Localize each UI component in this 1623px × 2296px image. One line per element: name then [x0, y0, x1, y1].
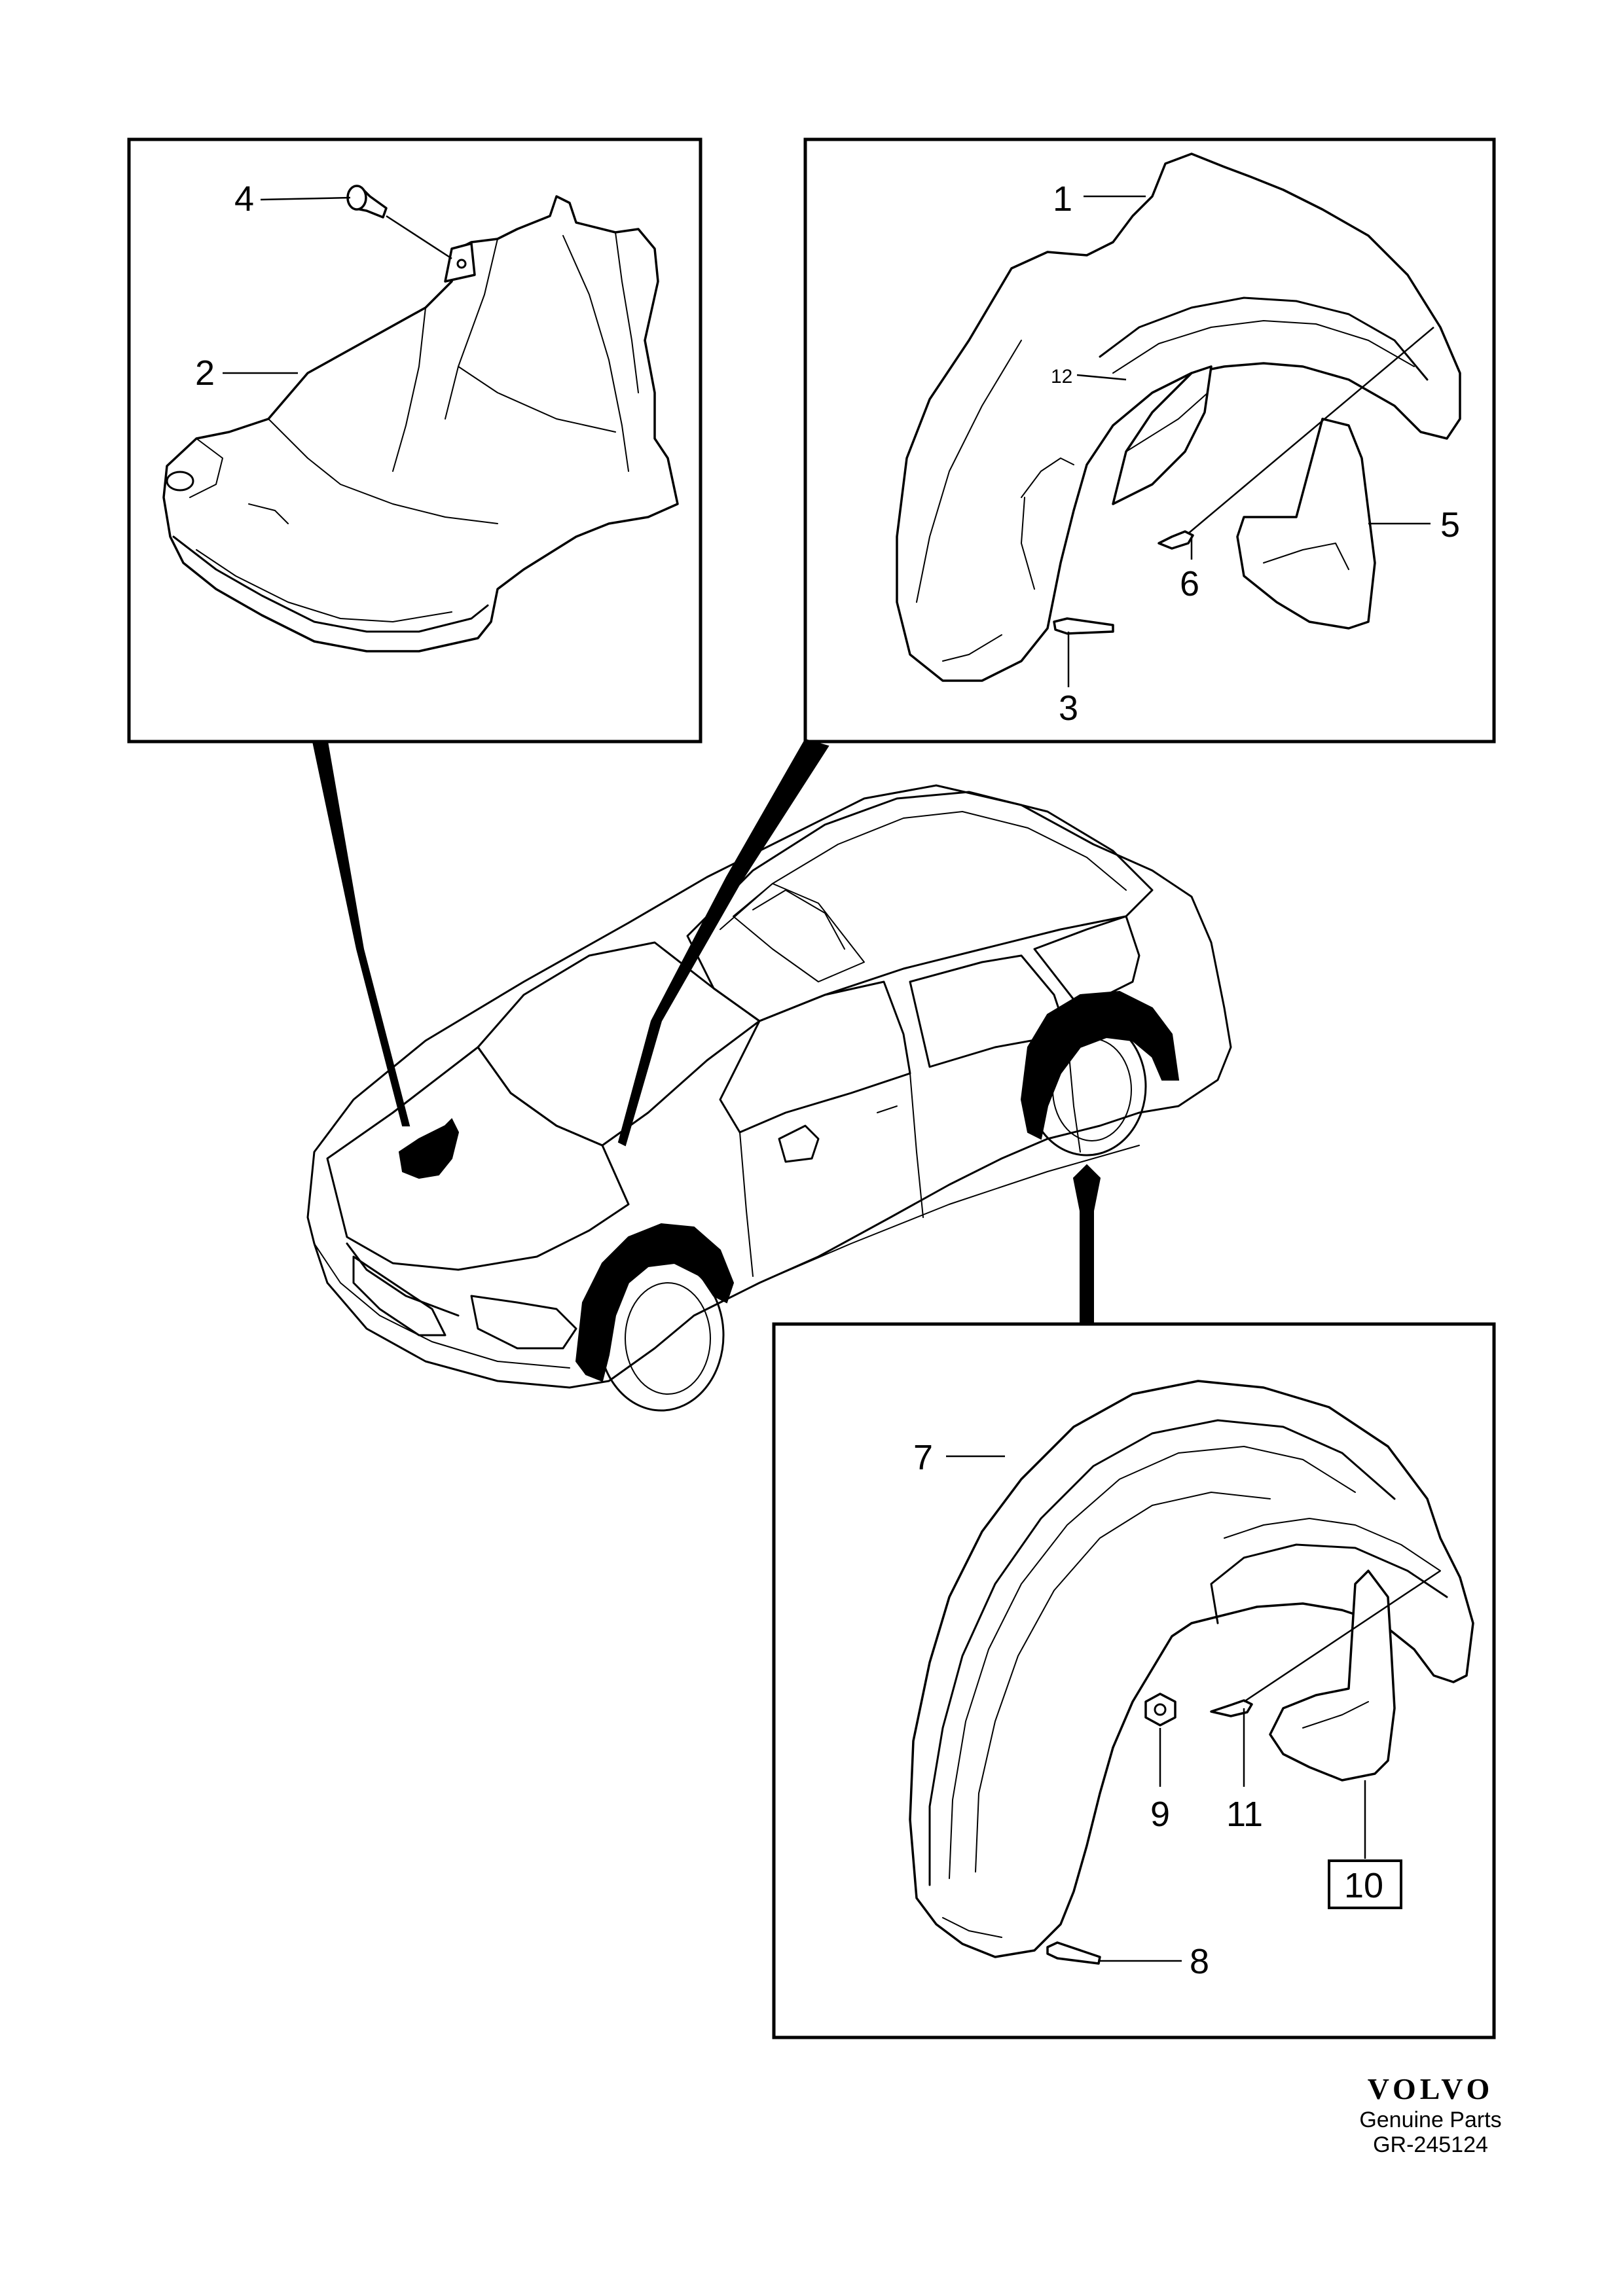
callouts: 4 2 1 12 5 6 3 7 9 11 10 8 — [195, 179, 1460, 1981]
screw-part-11 — [1210, 1699, 1253, 1717]
bolt-part-4 — [346, 185, 388, 219]
arrow-to-engine-shield — [312, 741, 410, 1126]
screw-part-3 — [1053, 617, 1114, 635]
footer: VOLVO Genuine Parts GR-245124 — [1359, 2072, 1501, 2157]
footer-drawing-code: GR-245124 — [1373, 2132, 1488, 2157]
panel-rear-liner — [772, 1322, 1496, 2039]
nut-part-9 — [1144, 1693, 1176, 1727]
mud-flap-part-10 — [1269, 1570, 1396, 1782]
callout-5: 5 — [1440, 505, 1460, 545]
car-illustration — [306, 784, 1232, 1412]
callout-11: 11 — [1226, 1795, 1263, 1834]
callout-8: 8 — [1190, 1942, 1209, 1981]
rear-wheel-liner — [909, 1380, 1474, 1958]
arrow-to-rear-liner — [1072, 1164, 1101, 1325]
callout-2: 2 — [195, 353, 215, 393]
panel-engine-shield — [127, 137, 702, 744]
screw-part-6 — [1158, 530, 1194, 550]
mud-flap-part-5 — [1236, 418, 1376, 630]
engine-splash-shield — [162, 195, 679, 653]
arrow-to-front-liner — [617, 738, 830, 1147]
pointer-arrows — [312, 738, 1101, 1325]
footer-genuine-parts: Genuine Parts — [1359, 2108, 1501, 2132]
callout-1: 1 — [1053, 179, 1072, 219]
callout-7: 7 — [913, 1438, 933, 1477]
front-liner-highlight — [575, 1223, 735, 1382]
callout-10: 10 — [1344, 1866, 1383, 1905]
callout-3: 3 — [1059, 689, 1078, 728]
screw-part-8 — [1046, 1941, 1101, 1965]
engine-shield-highlight — [398, 1118, 460, 1179]
volvo-brand: VOLVO — [1368, 2072, 1494, 2106]
callout-10-box — [1328, 1859, 1402, 1909]
callout-4: 4 — [234, 179, 254, 219]
callout-9: 9 — [1150, 1795, 1170, 1834]
rear-liner-highlight — [1020, 990, 1180, 1140]
callout-6: 6 — [1180, 564, 1199, 603]
bracket-part-12 — [1112, 365, 1213, 505]
front-wheel-liner — [896, 152, 1461, 682]
panel-front-liner — [803, 137, 1496, 744]
callout-12: 12 — [1051, 366, 1072, 387]
